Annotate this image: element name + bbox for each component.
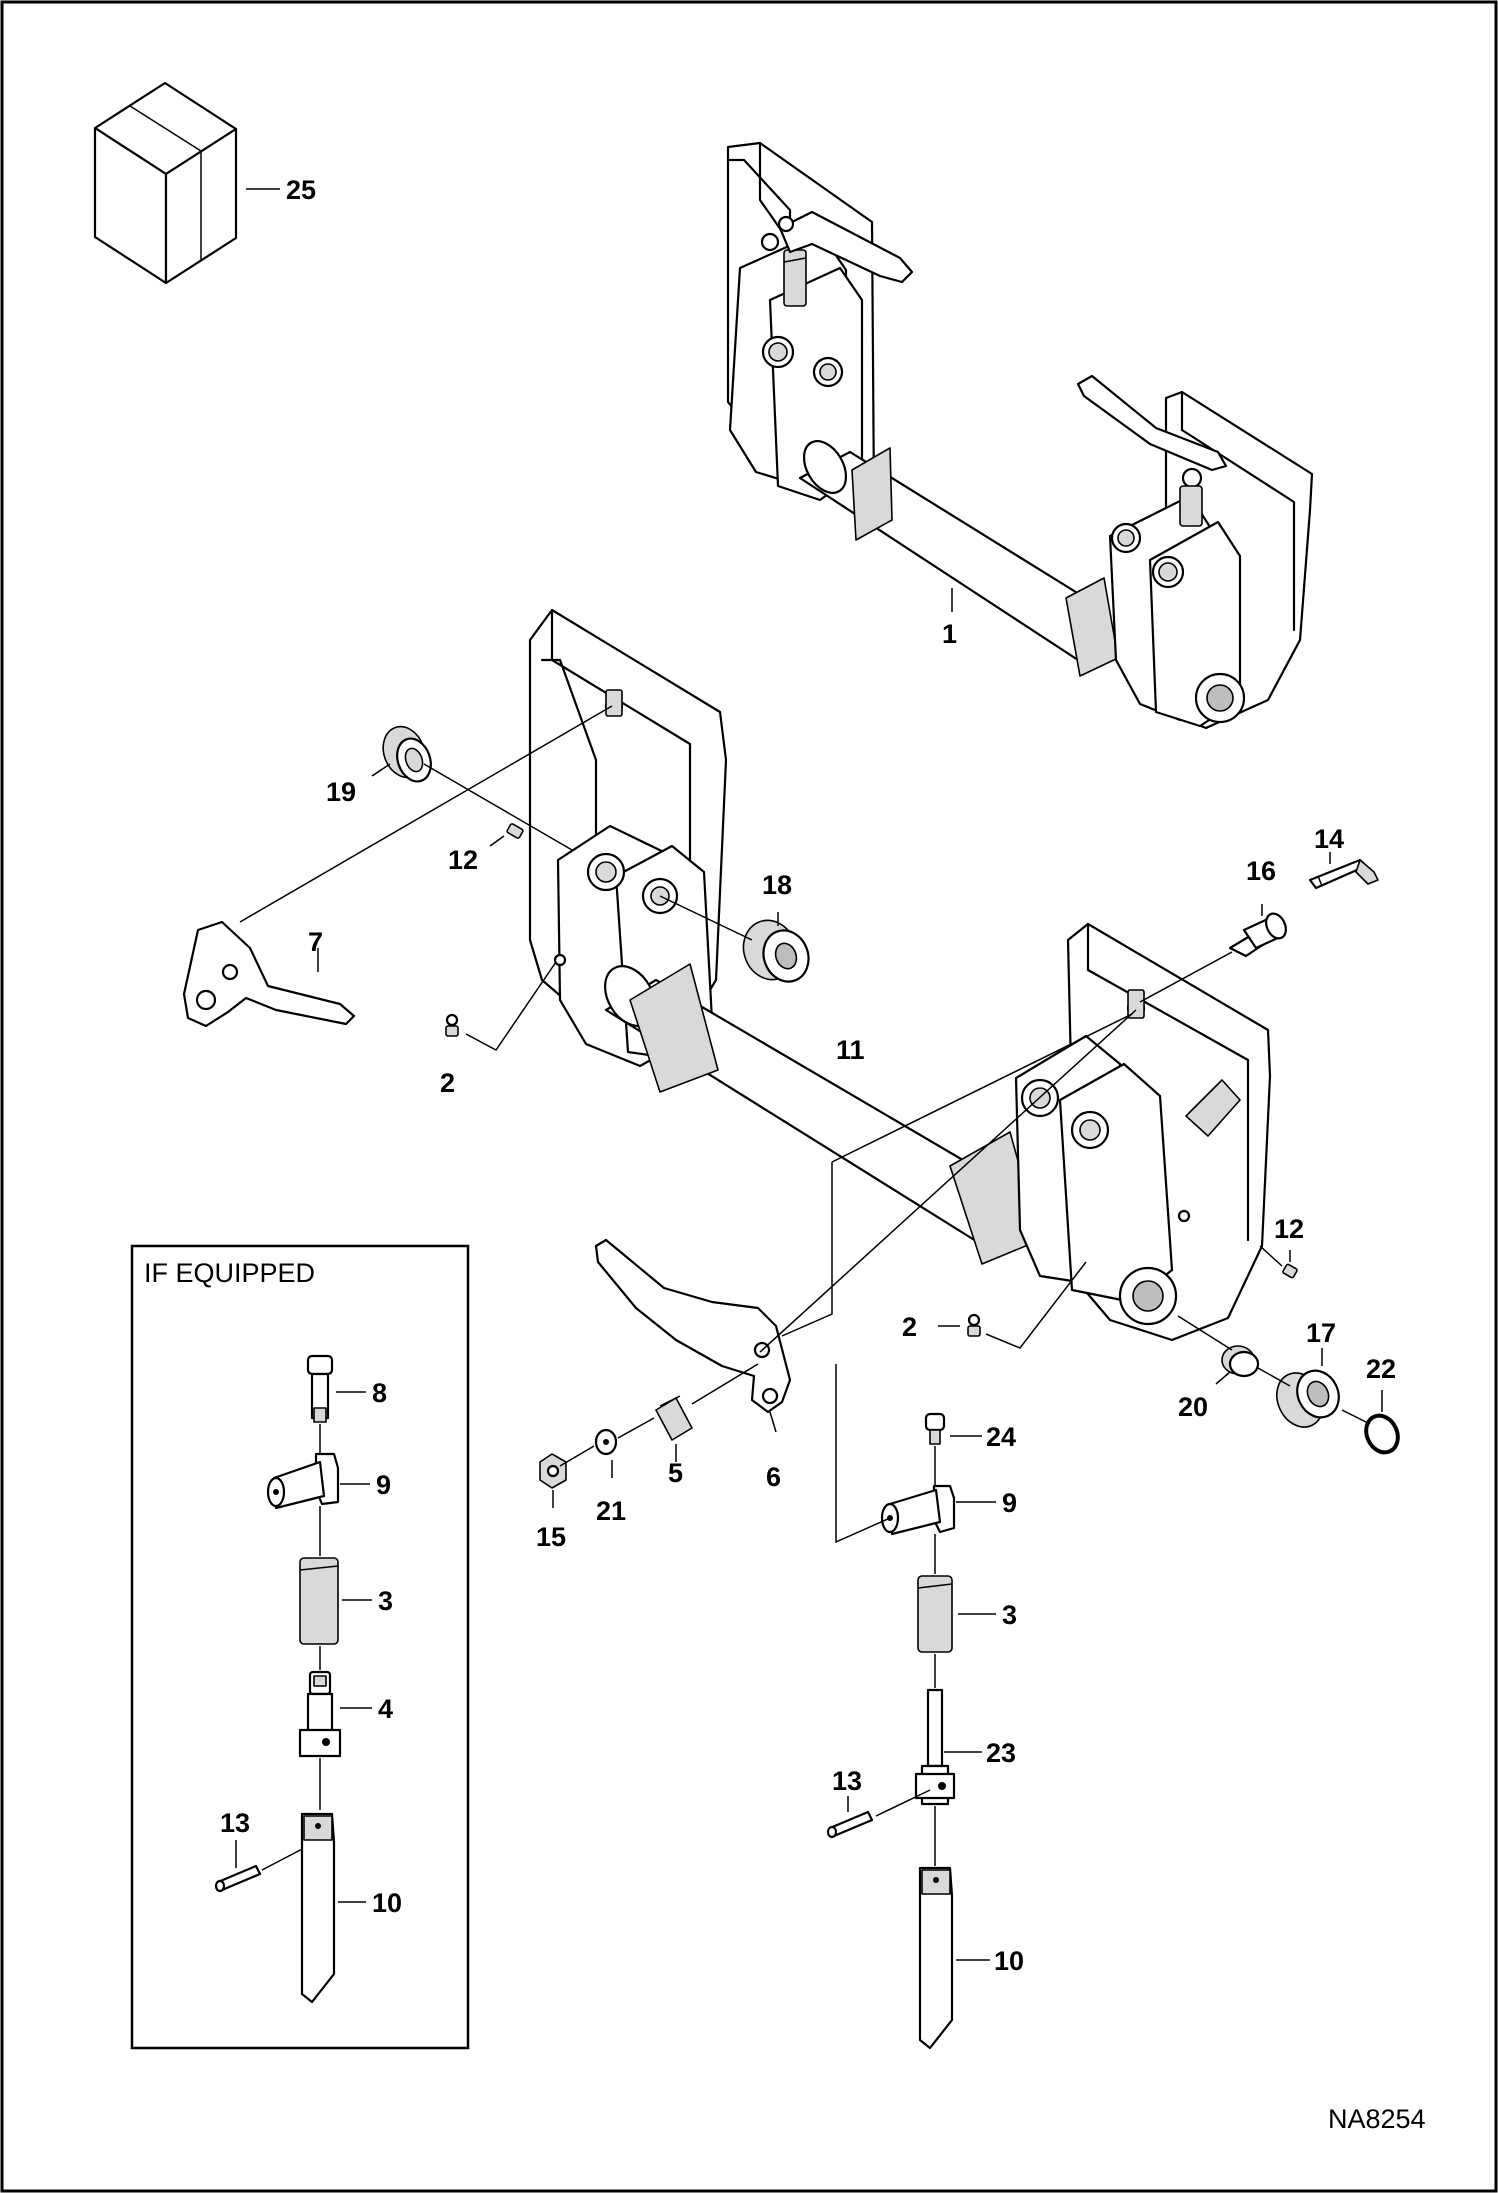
callout-15: 15 — [536, 1522, 566, 1552]
leader-line — [1139, 951, 1233, 1003]
bolt-14-part — [1308, 858, 1379, 890]
lower-mounting-frame-part — [528, 608, 1272, 1342]
set-screw-12-part — [506, 823, 524, 839]
spring-3b-part — [917, 1575, 953, 1653]
callout-12: 12 — [448, 845, 478, 875]
callout-7: 7 — [308, 927, 323, 957]
callout-10b: 10 — [994, 1946, 1024, 1976]
callout-4: 4 — [378, 1694, 393, 1724]
leader-line — [1215, 1371, 1231, 1385]
bolt-24-part — [924, 1412, 946, 1445]
callout-1: 1 — [942, 619, 957, 649]
inset-title: IF EQUIPPED — [144, 1258, 315, 1288]
leader-line — [1177, 1315, 1233, 1351]
leader-line — [875, 1789, 931, 1817]
callout-9b: 9 — [1002, 1488, 1017, 1518]
leader-line — [423, 763, 573, 851]
leader-line — [985, 1261, 1087, 1349]
pin-13b-part — [826, 1810, 874, 1839]
callout-22: 22 — [1366, 1354, 1396, 1384]
bushing-16-part — [1228, 912, 1287, 958]
snap-ring-22-part — [1364, 1413, 1400, 1455]
leader-line — [261, 1845, 309, 1871]
callout-9a: 9 — [376, 1470, 391, 1500]
drawing-id: NA8254 — [1328, 2104, 1426, 2134]
callout-24: 24 — [986, 1422, 1016, 1452]
grease-fitting-right-part — [967, 1313, 981, 1337]
callout-13a: 13 — [220, 1808, 250, 1838]
pin-13a-part — [214, 1864, 262, 1893]
leader-line — [831, 1013, 1133, 1163]
callout-23: 23 — [986, 1738, 1016, 1768]
leader-line — [691, 1363, 759, 1405]
upper-mounting-frame-part — [726, 141, 1314, 730]
spring-3a-part — [299, 1557, 339, 1645]
inset-box — [130, 1244, 470, 2050]
latch-pin-10a-part — [300, 1812, 336, 2004]
collar-18-part — [742, 919, 810, 983]
latch-rod-4-part — [298, 1670, 342, 1758]
nut-15-part — [539, 1453, 567, 1489]
set-screw-12b-part — [1282, 1263, 1298, 1279]
kit-box-part — [93, 81, 238, 285]
leader-line — [659, 895, 753, 941]
leader-line — [617, 1417, 655, 1439]
latch-rod-23-part — [914, 1688, 956, 1806]
leader-line — [239, 705, 613, 923]
bracket-9b-part — [880, 1484, 956, 1536]
callout-14: 14 — [1314, 824, 1344, 854]
bushing-19-part — [382, 725, 432, 783]
leader-line — [781, 1162, 833, 1337]
callout-13b: 13 — [832, 1766, 862, 1796]
grease-fitting-left-part — [445, 1013, 459, 1037]
washer-21-part — [594, 1428, 618, 1456]
right-handle-part — [594, 1238, 792, 1414]
callout-25: 25 — [286, 175, 316, 205]
spring-5-part — [655, 1395, 693, 1441]
callout-6: 6 — [766, 1462, 781, 1492]
callout-5: 5 — [668, 1458, 683, 1488]
bolt-8-part — [306, 1354, 334, 1423]
leader-line — [1259, 1245, 1283, 1267]
callout-19: 19 — [326, 777, 356, 807]
leader-line — [835, 1364, 891, 1544]
leader-line — [759, 1009, 1137, 1353]
callout-21: 21 — [596, 1496, 626, 1526]
bracket-9a-part — [266, 1452, 340, 1510]
bushing-20-part — [1221, 1345, 1260, 1378]
callout-10a: 10 — [372, 1888, 402, 1918]
leader-line — [559, 1445, 595, 1467]
callout-12b: 12 — [1274, 1214, 1304, 1244]
leader-line — [769, 1411, 777, 1433]
callout-3b: 3 — [1002, 1600, 1017, 1630]
callout-3a: 3 — [378, 1586, 393, 1616]
callout-20: 20 — [1178, 1392, 1208, 1422]
latch-pin-10b-part — [918, 1866, 954, 2050]
leader-line — [1341, 1409, 1371, 1425]
leader-line — [371, 763, 391, 777]
leader-line — [1257, 1367, 1291, 1387]
callout-8: 8 — [372, 1378, 387, 1408]
callout-2b: 2 — [902, 1312, 917, 1342]
callout-16: 16 — [1246, 856, 1276, 886]
leader-line — [465, 961, 557, 1051]
callout-11: 11 — [836, 1035, 865, 1065]
callout-18: 18 — [762, 870, 792, 900]
leader-line — [489, 835, 505, 847]
callout-17: 17 — [1306, 1318, 1336, 1348]
bearing-17-part — [1276, 1369, 1340, 1428]
callout-2: 2 — [440, 1068, 455, 1098]
left-handle-part — [182, 920, 356, 1028]
